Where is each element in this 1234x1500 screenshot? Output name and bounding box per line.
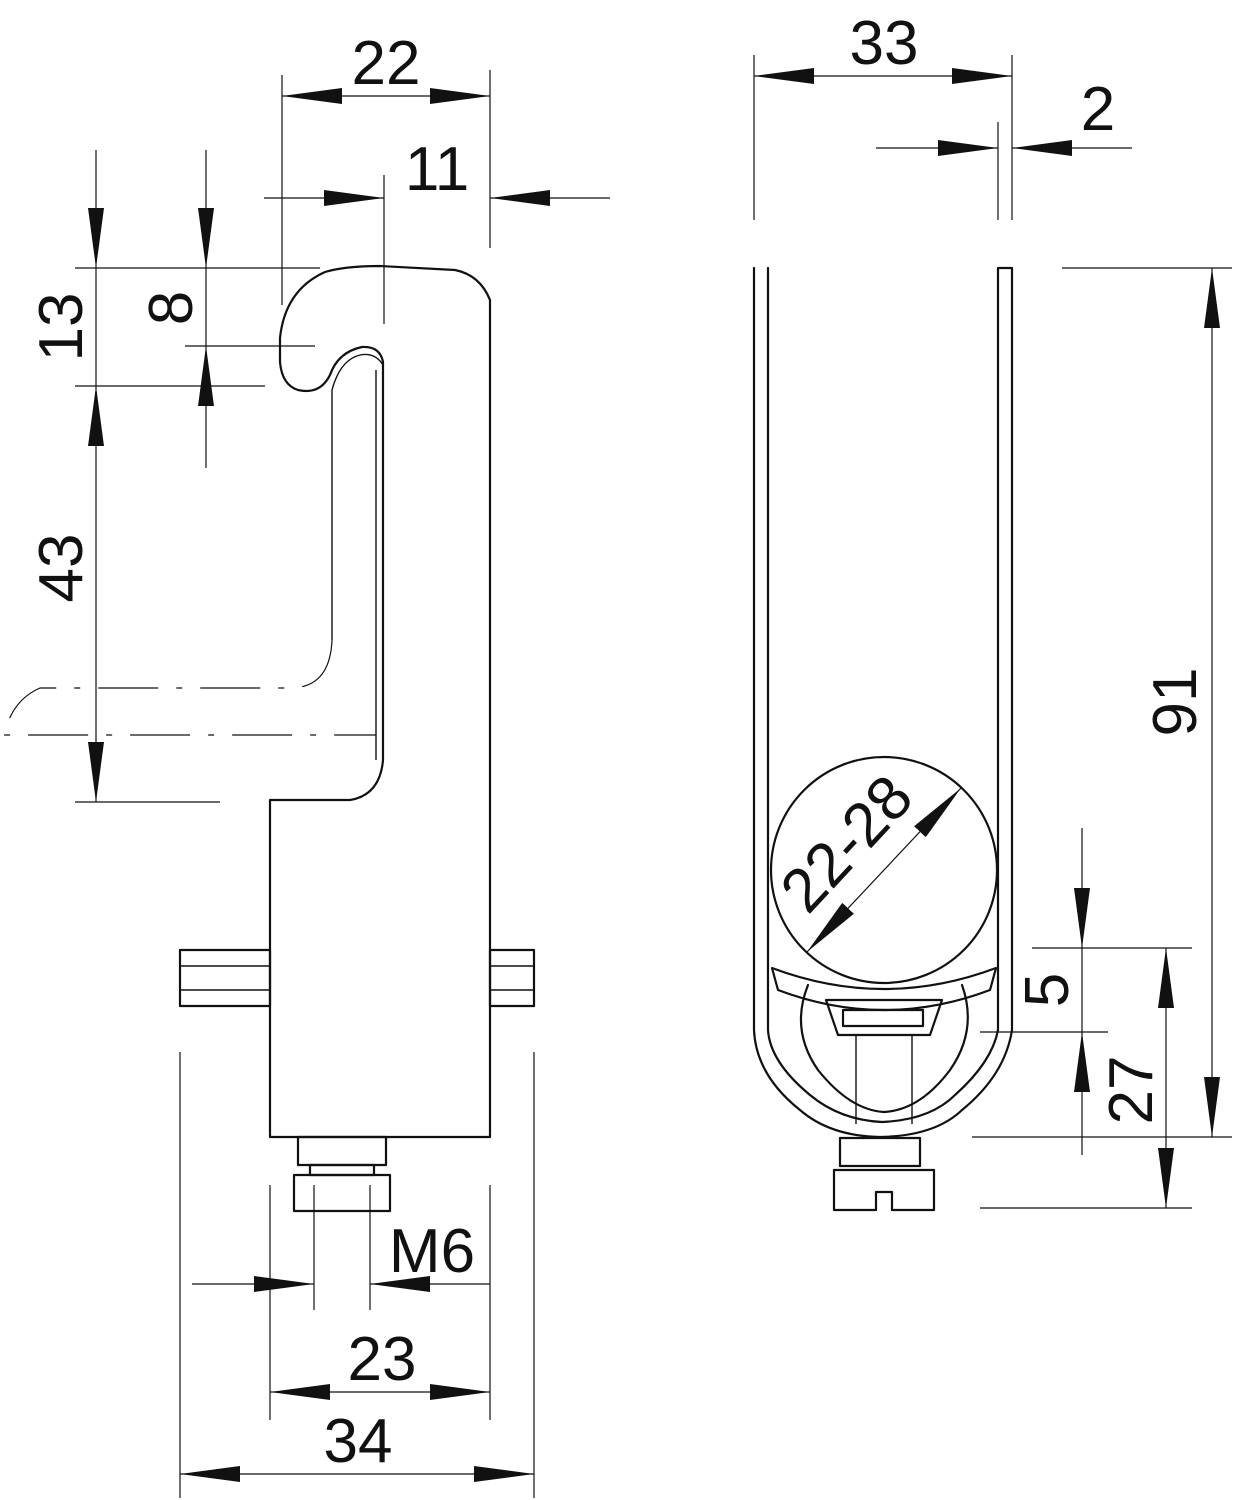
dim-27-label: 27 — [1097, 1056, 1166, 1125]
front-view: 33 2 91 22-28 5 27 — [752, 9, 1232, 1212]
dim-2-label: 2 — [1081, 75, 1115, 144]
front-screw-collar — [838, 1136, 922, 1168]
nut-slot — [841, 1008, 925, 1028]
nut — [824, 998, 944, 1037]
dim-11-label: 11 — [405, 135, 469, 204]
clip-body-outline — [268, 264, 492, 1139]
dim-m6-label: M6 — [389, 1217, 475, 1286]
front-screw-head — [832, 1168, 936, 1212]
dim-13-label: 13 — [27, 293, 96, 362]
dim-34-label: 34 — [324, 1407, 393, 1476]
strap-inner — [766, 266, 1000, 1124]
cable-circle — [769, 755, 999, 985]
dim-8-label: 8 — [137, 291, 206, 325]
dim-33-label: 33 — [850, 9, 919, 78]
dim-43-label: 43 — [27, 534, 96, 603]
dim-22-label: 22 — [352, 29, 421, 98]
dim-5-label: 5 — [1013, 973, 1082, 1007]
screw-collar — [296, 1135, 388, 1167]
right-pin — [488, 948, 536, 1008]
dim-diameter-label: 22-28 — [768, 763, 927, 926]
mounting-profile-phantom — [3, 639, 376, 736]
hook-inner-line — [331, 353, 384, 640]
dim-91-label: 91 — [1141, 668, 1210, 737]
screw-head — [292, 1173, 392, 1213]
screw-shaft — [308, 1163, 376, 1177]
left-pin — [178, 948, 272, 1008]
saddle-body — [799, 983, 969, 1114]
dim-23-label: 23 — [348, 1325, 417, 1394]
dim-diameter-line — [806, 787, 962, 953]
side-view: 22 11 13 43 8 M6 23 3 — [3, 29, 610, 1498]
